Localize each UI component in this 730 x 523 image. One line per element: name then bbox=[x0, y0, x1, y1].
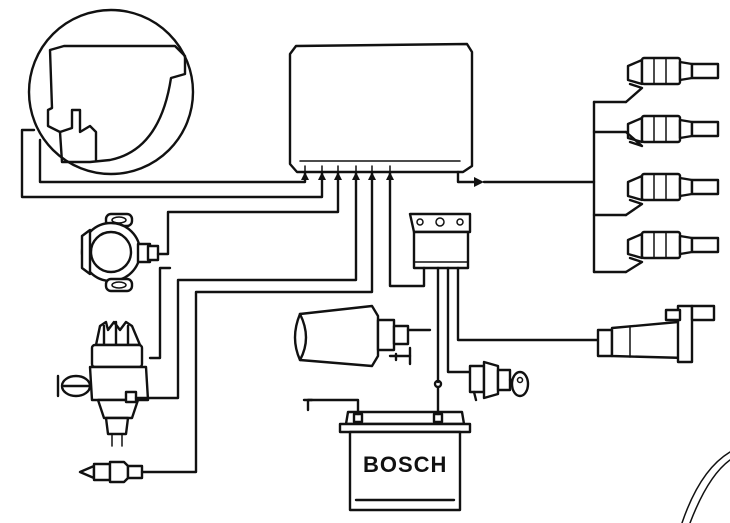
battery: BOSCH bbox=[302, 266, 472, 512]
control-unit bbox=[288, 42, 474, 174]
ignition-switch bbox=[446, 266, 530, 402]
air-flow-meter-inset bbox=[27, 8, 195, 176]
fuel-injector-1 bbox=[624, 56, 720, 104]
throttle-switch bbox=[80, 170, 342, 293]
battery-brand-label: BOSCH bbox=[363, 452, 447, 477]
fuel-injector-3 bbox=[624, 172, 720, 217]
starter-motor bbox=[293, 304, 432, 368]
temperature-sensor bbox=[78, 170, 376, 484]
corner-arc bbox=[681, 451, 730, 523]
injector-bus bbox=[456, 100, 628, 274]
distributor bbox=[56, 170, 360, 447]
fuel-injector-2 bbox=[624, 114, 720, 148]
fuel-injector-4 bbox=[624, 230, 720, 274]
cold-start-valve bbox=[596, 304, 716, 364]
inset-wires bbox=[20, 128, 326, 199]
relay bbox=[386, 170, 600, 342]
